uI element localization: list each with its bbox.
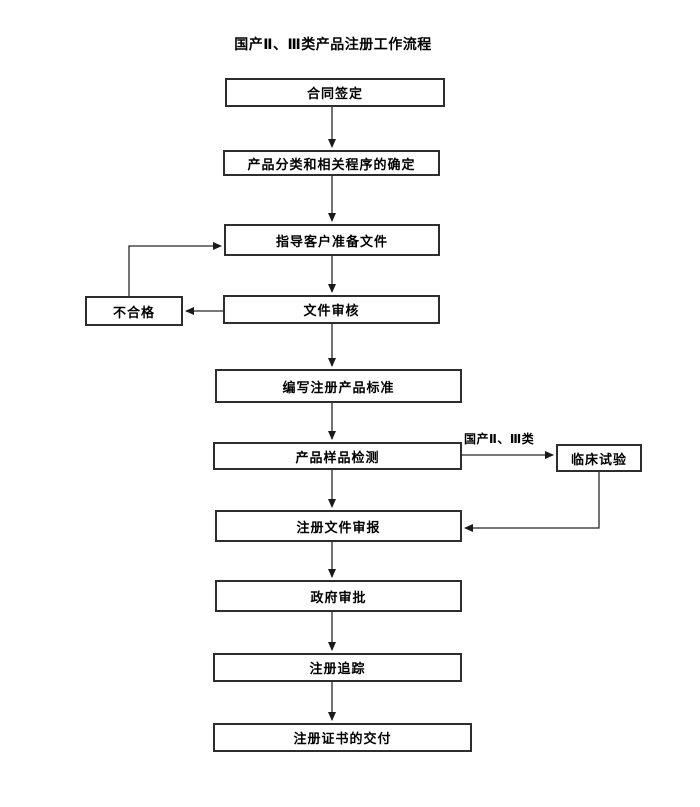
box-clinical-trial: 临床试验 [556,444,642,472]
step-registration-document-submission: 注册文件审报 [215,510,462,542]
step-certificate-delivery: 注册证书的交付 [213,723,472,752]
box-unqualified: 不合格 [85,296,183,326]
arrow-unqualified-feedback [128,242,222,296]
step-document-review: 文件审核 [223,295,440,324]
step-product-sample-testing: 产品样品检测 [213,442,462,470]
step-registration-tracking: 注册追踪 [213,653,462,682]
arrow-clinical-to-submission [464,472,600,532]
step-guide-document-preparation: 指导客户准备文件 [224,224,440,256]
step-product-classification: 产品分类和相关程序的确定 [223,150,440,176]
label-domestic-class-condition: 国产Ⅱ、Ⅲ类 [464,432,535,446]
step-government-approval: 政府审批 [215,580,462,612]
step-contract-signing: 合同签定 [225,78,445,107]
flowchart-title: 国产Ⅱ、Ⅲ类产品注册工作流程 [234,36,432,52]
step-write-product-standard: 编写注册产品标准 [215,369,462,403]
